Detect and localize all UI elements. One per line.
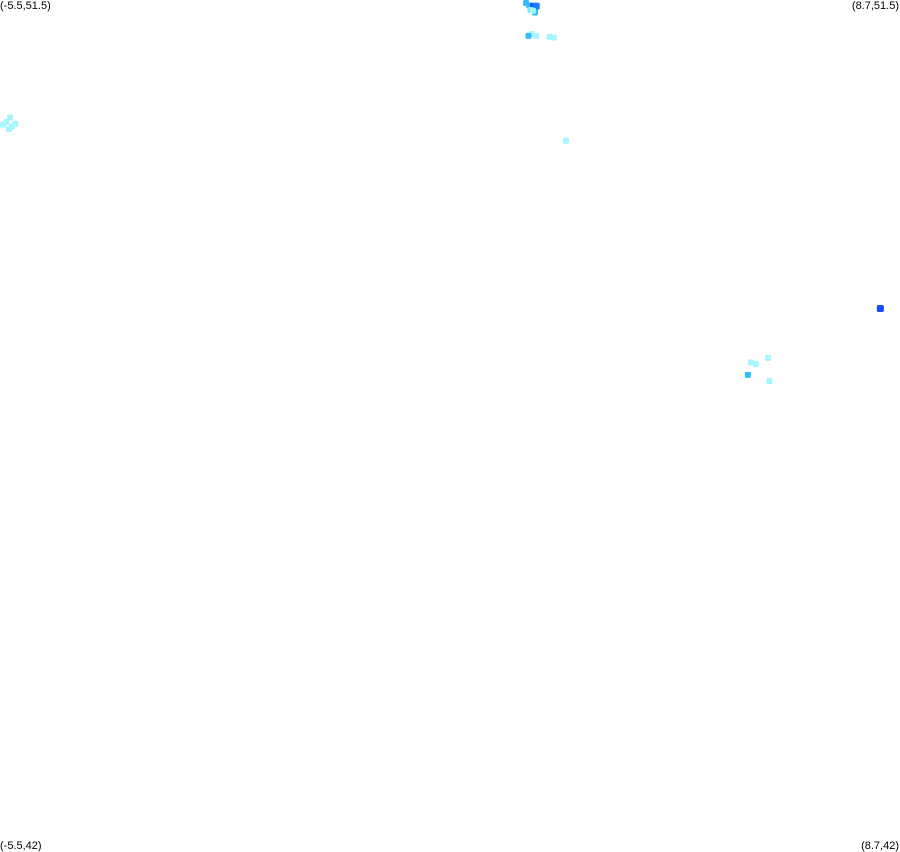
map-point-11 (550, 34, 557, 41)
map-point-19 (876, 305, 884, 313)
map-point-6 (530, 7, 537, 14)
corner-label-bottom-left: (-5.5,42) (0, 840, 42, 852)
corner-label-bottom-right: (8.7,42) (861, 840, 899, 852)
map-point-21 (753, 361, 760, 368)
map-point-22 (765, 354, 772, 361)
corner-label-top-left: (-5.5,51.5) (0, 0, 51, 12)
map-point-12 (562, 137, 569, 144)
map-point-18 (5, 126, 12, 133)
corner-label-top-right: (8.7,51.5) (851, 0, 899, 12)
map-point-14 (3, 118, 10, 125)
map-point-9 (533, 32, 540, 39)
map-point-24 (766, 378, 773, 385)
map-point-15 (7, 114, 14, 121)
map-point-20 (748, 359, 755, 366)
map-point-8 (525, 32, 532, 39)
map-point-23 (744, 371, 751, 378)
